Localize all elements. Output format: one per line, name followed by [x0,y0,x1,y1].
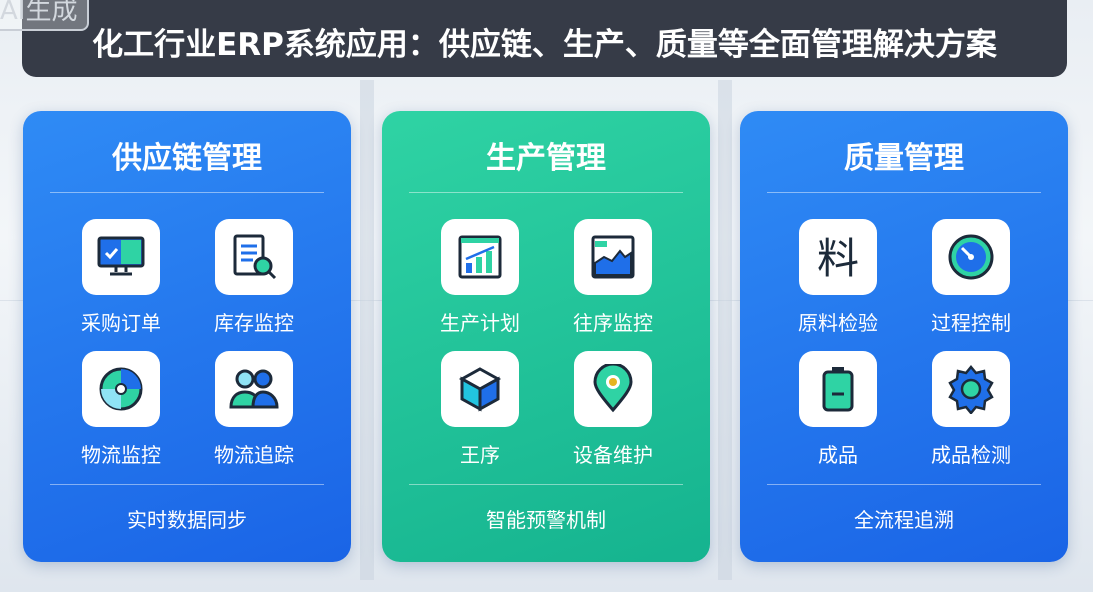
area-chart-icon [574,219,652,295]
divider [409,484,683,485]
feature-label: 王序 [460,443,500,467]
feature-item[interactable]: 过程控制 [916,219,1026,336]
feature-item[interactable]: 物流追踪 [199,351,309,468]
divider [767,484,1041,485]
card-footer: 智能预警机制 [486,508,606,532]
card-supply-chain: 供应链管理 采购订单 库存监控 物流监控 物流追踪实时数据同步 [23,111,351,562]
feature-label: 成品检测 [931,443,1011,467]
feature-label: 往序监控 [573,311,653,335]
document-search-icon [215,219,293,295]
feature-label: 库存监控 [214,311,294,335]
feature-label: 设备维护 [573,443,653,467]
feature-item[interactable]: 设备维护 [558,351,668,468]
feature-item[interactable]: 物流监控 [66,351,176,468]
feature-item[interactable]: 成品 [783,351,893,468]
feature-item[interactable]: 料 原料检验 [783,219,893,336]
card-quality: 质量管理 料 原料检验 过程控制 成品 成品检测全流程追溯 [740,111,1068,562]
svg-text:料: 料 [817,234,859,283]
monitor-check-icon [82,219,160,295]
feature-label: 物流监控 [81,443,161,467]
page-title-bar: 化工行业ERP系统应用：供应链、生产、质量等全面管理解决方案 [22,0,1067,77]
feature-label: 生产计划 [440,311,520,335]
feature-item[interactable]: 王序 [425,351,535,468]
card-footer: 全流程追溯 [854,508,954,532]
card-title: 质量管理 [844,141,964,176]
feature-item[interactable]: 生产计划 [425,219,535,336]
disc-icon [82,351,160,427]
divider [409,192,683,193]
users-icon [215,351,293,427]
feature-item[interactable]: 往序监控 [558,219,668,336]
feature-label: 原料检验 [798,311,878,335]
feature-item[interactable]: 成品检测 [916,351,1026,468]
gear-icon [932,351,1010,427]
feature-item[interactable]: 采购订单 [66,219,176,336]
card-title: 生产管理 [486,141,606,176]
page-title: 化工行业ERP系统应用：供应链、生产、质量等全面管理解决方案 [92,27,997,63]
feature-label: 成品 [818,443,858,467]
divider [767,192,1041,193]
card-production: 生产管理 生产计划 往序监控 王序 设备维护智能预警机制 [382,111,710,562]
divider [50,192,324,193]
feature-label: 过程控制 [931,311,1011,335]
bar-chart-icon [441,219,519,295]
divider [50,484,324,485]
feature-item[interactable]: 库存监控 [199,219,309,336]
cube-icon [441,351,519,427]
card-footer: 实时数据同步 [127,508,247,532]
liao-character-icon: 料 [799,219,877,295]
feature-label: 采购订单 [81,311,161,335]
location-pin-icon [574,351,652,427]
card-title: 供应链管理 [112,141,262,176]
gauge-icon [932,219,1010,295]
battery-icon [799,351,877,427]
feature-label: 物流追踪 [214,443,294,467]
ai-generated-badge: AI生成 [0,0,90,31]
